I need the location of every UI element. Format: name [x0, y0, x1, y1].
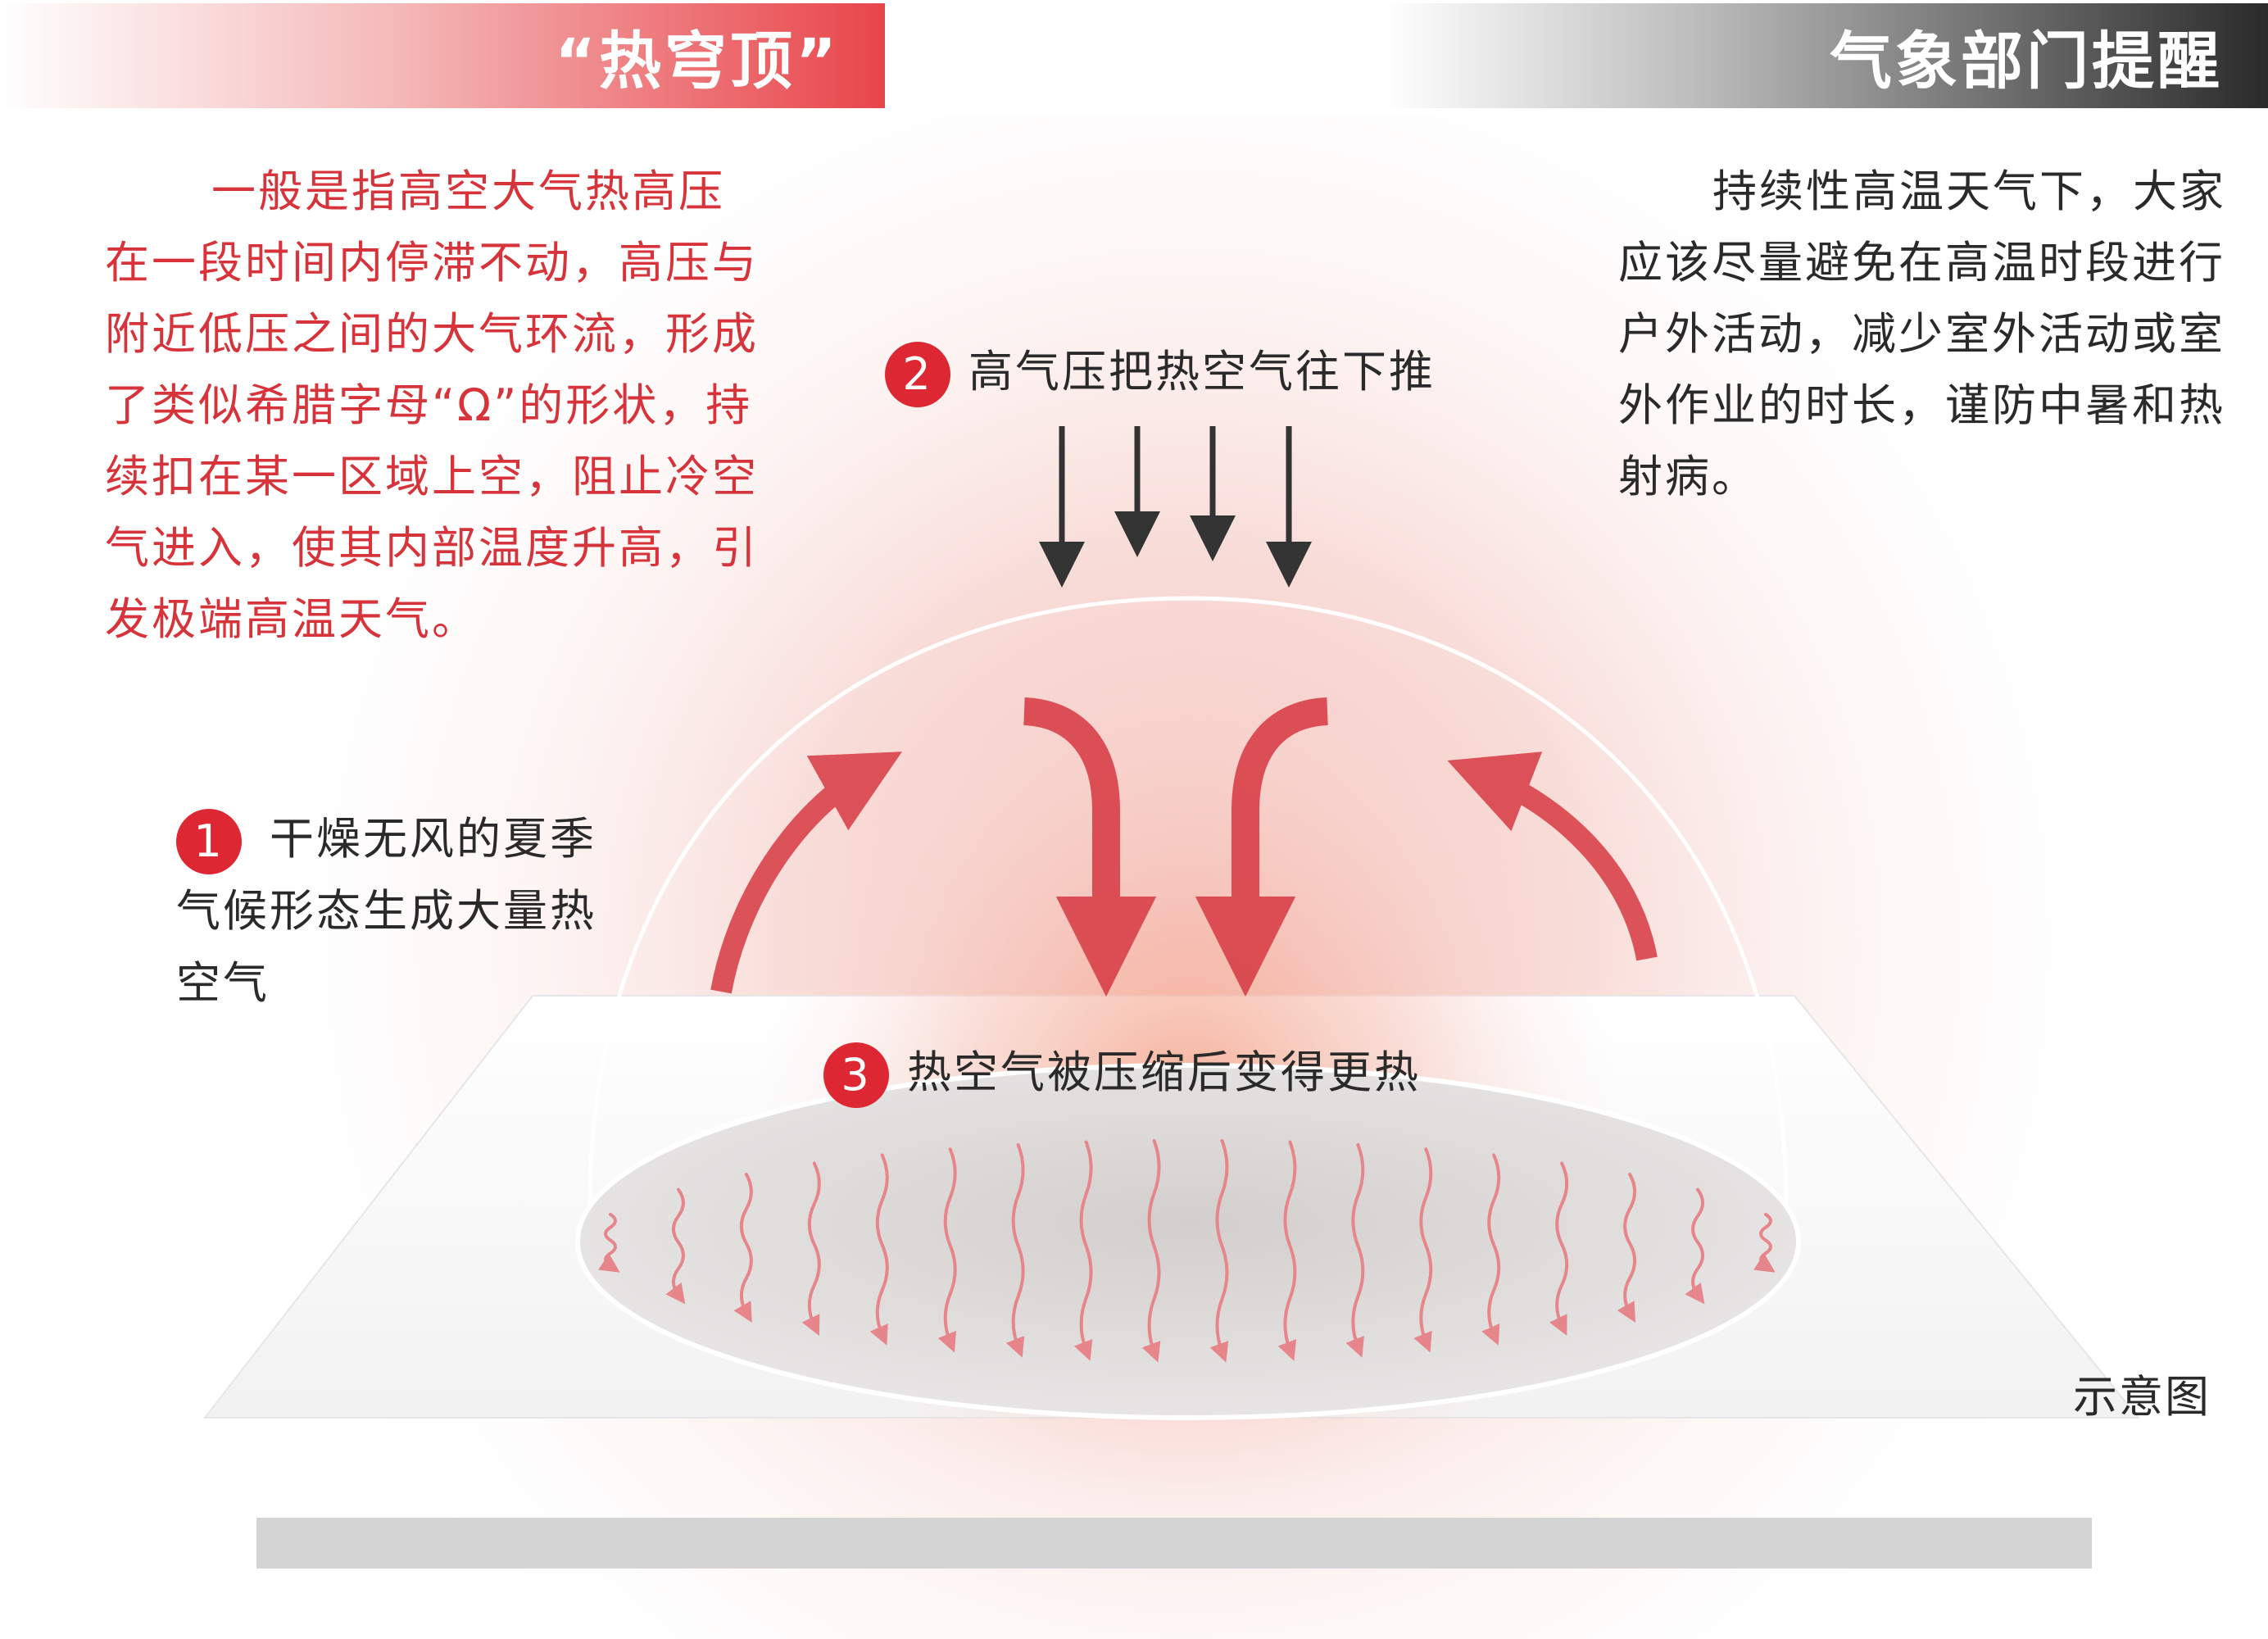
- step-3-label: 3 热空气被压缩后变得更热: [823, 1037, 1421, 1109]
- heat-wave-line: [598, 1212, 620, 1273]
- heat-wave-line: [1685, 1187, 1705, 1305]
- heat-wave-line: [869, 1153, 889, 1346]
- heat-dome-title: “热穹顶”: [555, 25, 840, 98]
- rising-air-arrow-left: [710, 751, 902, 994]
- heat-wave-line: [1413, 1147, 1433, 1353]
- heat-wave-line: [1549, 1161, 1569, 1336]
- heat-waves: [598, 1138, 1776, 1363]
- dome-outline: [587, 596, 1789, 1205]
- heat-dome-title-banner: “热穹顶”: [0, 3, 885, 108]
- step-1-text: 干燥无风的夏季气候形态生成大量热空气: [176, 813, 596, 1009]
- rising-air-arrow-right: [1447, 751, 1658, 961]
- heat-wave-line: [1277, 1140, 1297, 1361]
- heat-wave-line: [801, 1161, 821, 1336]
- weather-advice-title: 气象部门提醒: [1830, 25, 2223, 98]
- heat-wave-line: [1481, 1153, 1501, 1346]
- weather-advice-text: 持续性高温天气下，大家应该尽量避免在高温时段进行户外活动，减少室外活动或室外作业…: [1618, 166, 2226, 502]
- weather-advice-title-banner: 气象部门提醒: [1385, 3, 2268, 108]
- ground-bar: [256, 1518, 2092, 1569]
- step-3-text: 热空气被压缩后变得更热: [907, 1047, 1421, 1098]
- heat-wave-line: [1209, 1138, 1229, 1363]
- step-3-number: 3: [823, 1042, 889, 1109]
- diagram-caption: 示意图: [2073, 1371, 2211, 1423]
- sinking-air-arrow-left: [1023, 697, 1157, 997]
- heat-dome-definition: 一般是指高空大气热高压在一段时间内停滞不动，高压与附近低压之间的大气环流，形成了…: [105, 166, 759, 645]
- heat-wave-line: [1141, 1138, 1161, 1363]
- heat-wave-line: [1617, 1173, 1637, 1323]
- step-2-label: 2 高气压把热空气往下推: [885, 336, 1436, 408]
- heat-wave-line: [1345, 1142, 1365, 1358]
- sinking-air-arrow-right: [1195, 697, 1329, 997]
- ground-ellipse: [575, 1063, 1801, 1420]
- heat-wave-line: [1073, 1140, 1093, 1361]
- heat-wave-line: [937, 1147, 957, 1353]
- heat-wave-line: [1005, 1142, 1025, 1358]
- step-2-text: 高气压把热空气往下推: [968, 346, 1436, 397]
- step-1-number: 1: [176, 809, 242, 875]
- heat-wave-line: [733, 1173, 753, 1323]
- step-2-number: 2: [885, 342, 950, 408]
- heat-wave-line: [665, 1187, 686, 1305]
- heat-wave-line: [1753, 1212, 1776, 1273]
